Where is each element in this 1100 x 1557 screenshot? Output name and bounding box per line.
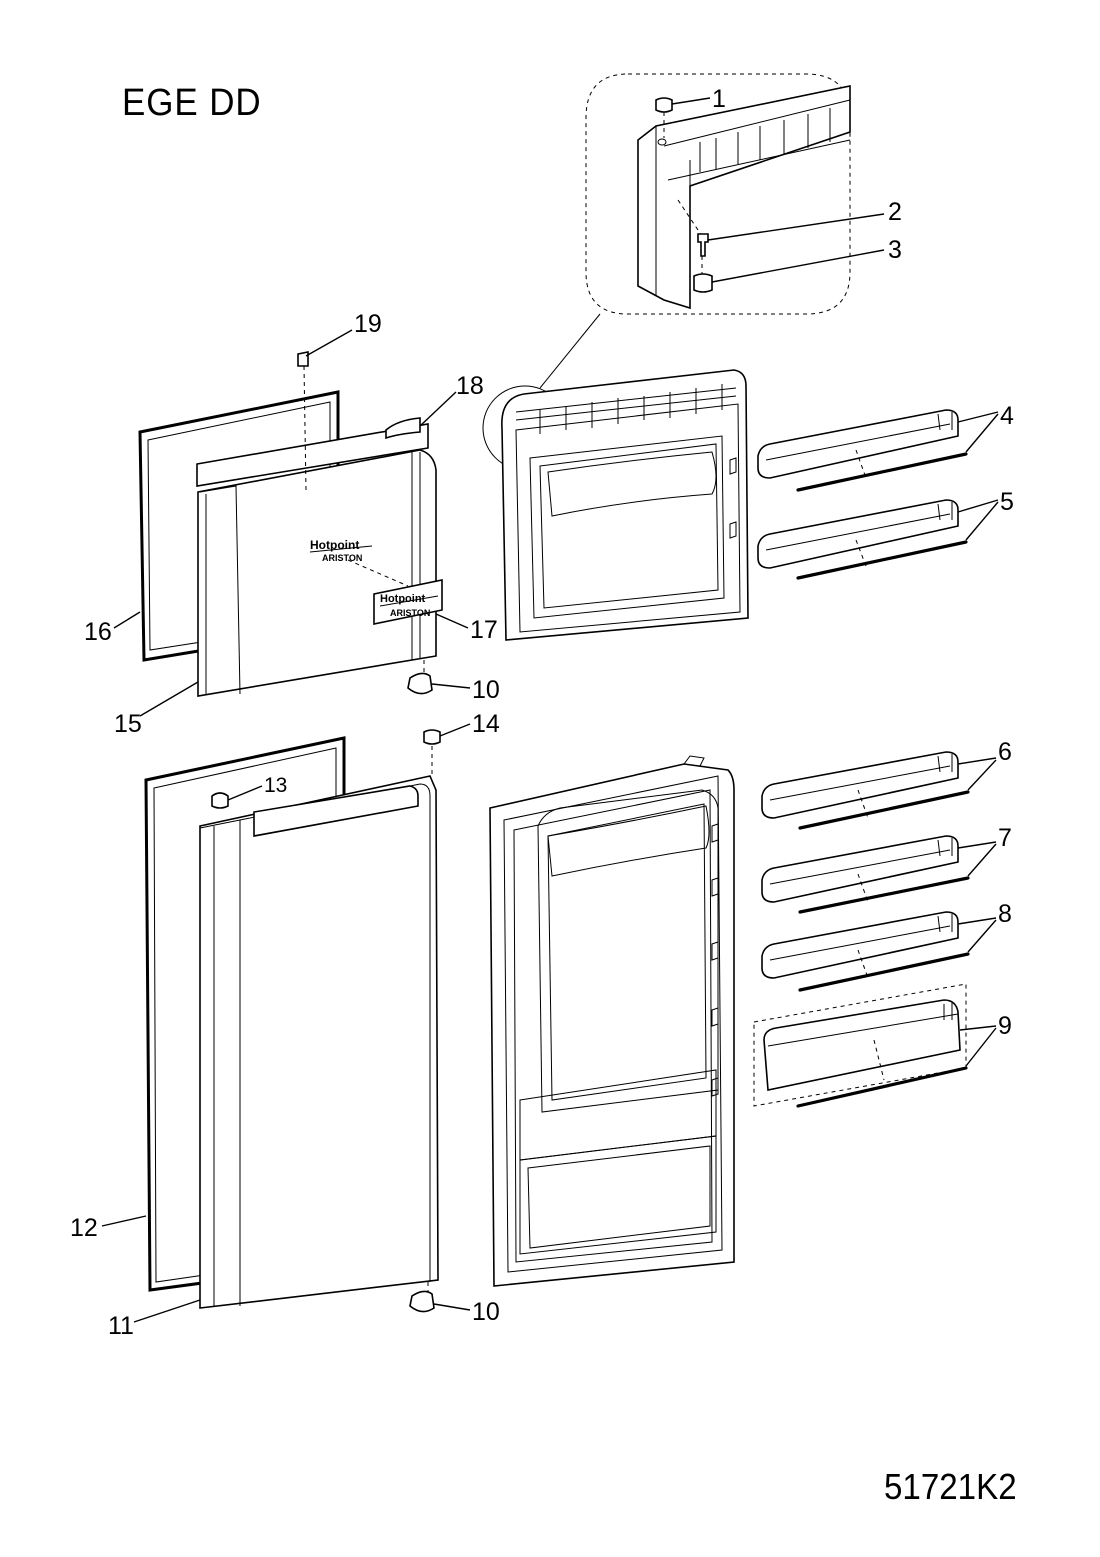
callout-14: 14: [472, 710, 500, 738]
freezer-shelf-lower: [757, 499, 968, 580]
callout-10-top: 10: [472, 676, 500, 704]
fridge-hinge-bush-part: [409, 1290, 435, 1313]
callout-5: 5: [1000, 488, 1014, 516]
callout-11: 11: [108, 1312, 134, 1340]
callout-12: 12: [70, 1214, 98, 1242]
fridge-door-liner: [489, 755, 735, 1287]
freezer-shelf-upper: [757, 409, 968, 492]
brand-badge-part: Hotpoint ARISTON: [373, 579, 443, 625]
svg-text:ARISTON: ARISTON: [390, 608, 430, 618]
hinge-bush-part: [693, 273, 713, 293]
callout-17: 17: [470, 616, 498, 644]
callout-8: 8: [998, 900, 1012, 928]
door-stop-part: [423, 729, 441, 745]
callout-6: 6: [998, 738, 1012, 766]
svg-text:ARISTON: ARISTON: [322, 553, 362, 563]
callout-16: 16: [84, 618, 112, 646]
callout-3: 3: [888, 236, 902, 264]
fridge-shelf-3: [761, 911, 970, 992]
callout-10-bottom: 10: [472, 1298, 500, 1326]
callout-2: 2: [888, 198, 902, 226]
door-cap-part: [211, 792, 229, 809]
freezer-trim-strip: [196, 417, 429, 487]
callout-9: 9: [998, 1012, 1012, 1040]
fridge-bottle-shelf: [753, 983, 968, 1108]
freezer-outer-door: [197, 365, 437, 697]
callout-15: 15: [114, 710, 142, 738]
callout-18: 18: [456, 372, 484, 400]
fridge-outer-door: [199, 775, 439, 1309]
svg-text:Hotpoint: Hotpoint: [380, 593, 426, 605]
fridge-shelf-1: [761, 751, 970, 830]
model-title: EGE DD: [122, 82, 262, 124]
trim-clip-part: [297, 351, 309, 367]
door-logo: Hotpoint ARISTON: [309, 538, 373, 563]
hinge-detail-inset: [482, 73, 851, 471]
drawing-code: 51721K2: [884, 1466, 1017, 1507]
fridge-shelf-2: [761, 835, 970, 914]
callout-1: 1: [712, 85, 726, 113]
callout-4: 4: [1000, 402, 1014, 430]
freezer-door-liner: [501, 369, 749, 641]
callout-7: 7: [998, 824, 1012, 852]
callout-13: 13: [264, 774, 287, 797]
hinge-cap-part: [655, 97, 673, 113]
lower-hinge-bush-part: [407, 672, 433, 695]
callout-19: 19: [354, 310, 382, 338]
hinge-pin-part: [697, 233, 709, 257]
